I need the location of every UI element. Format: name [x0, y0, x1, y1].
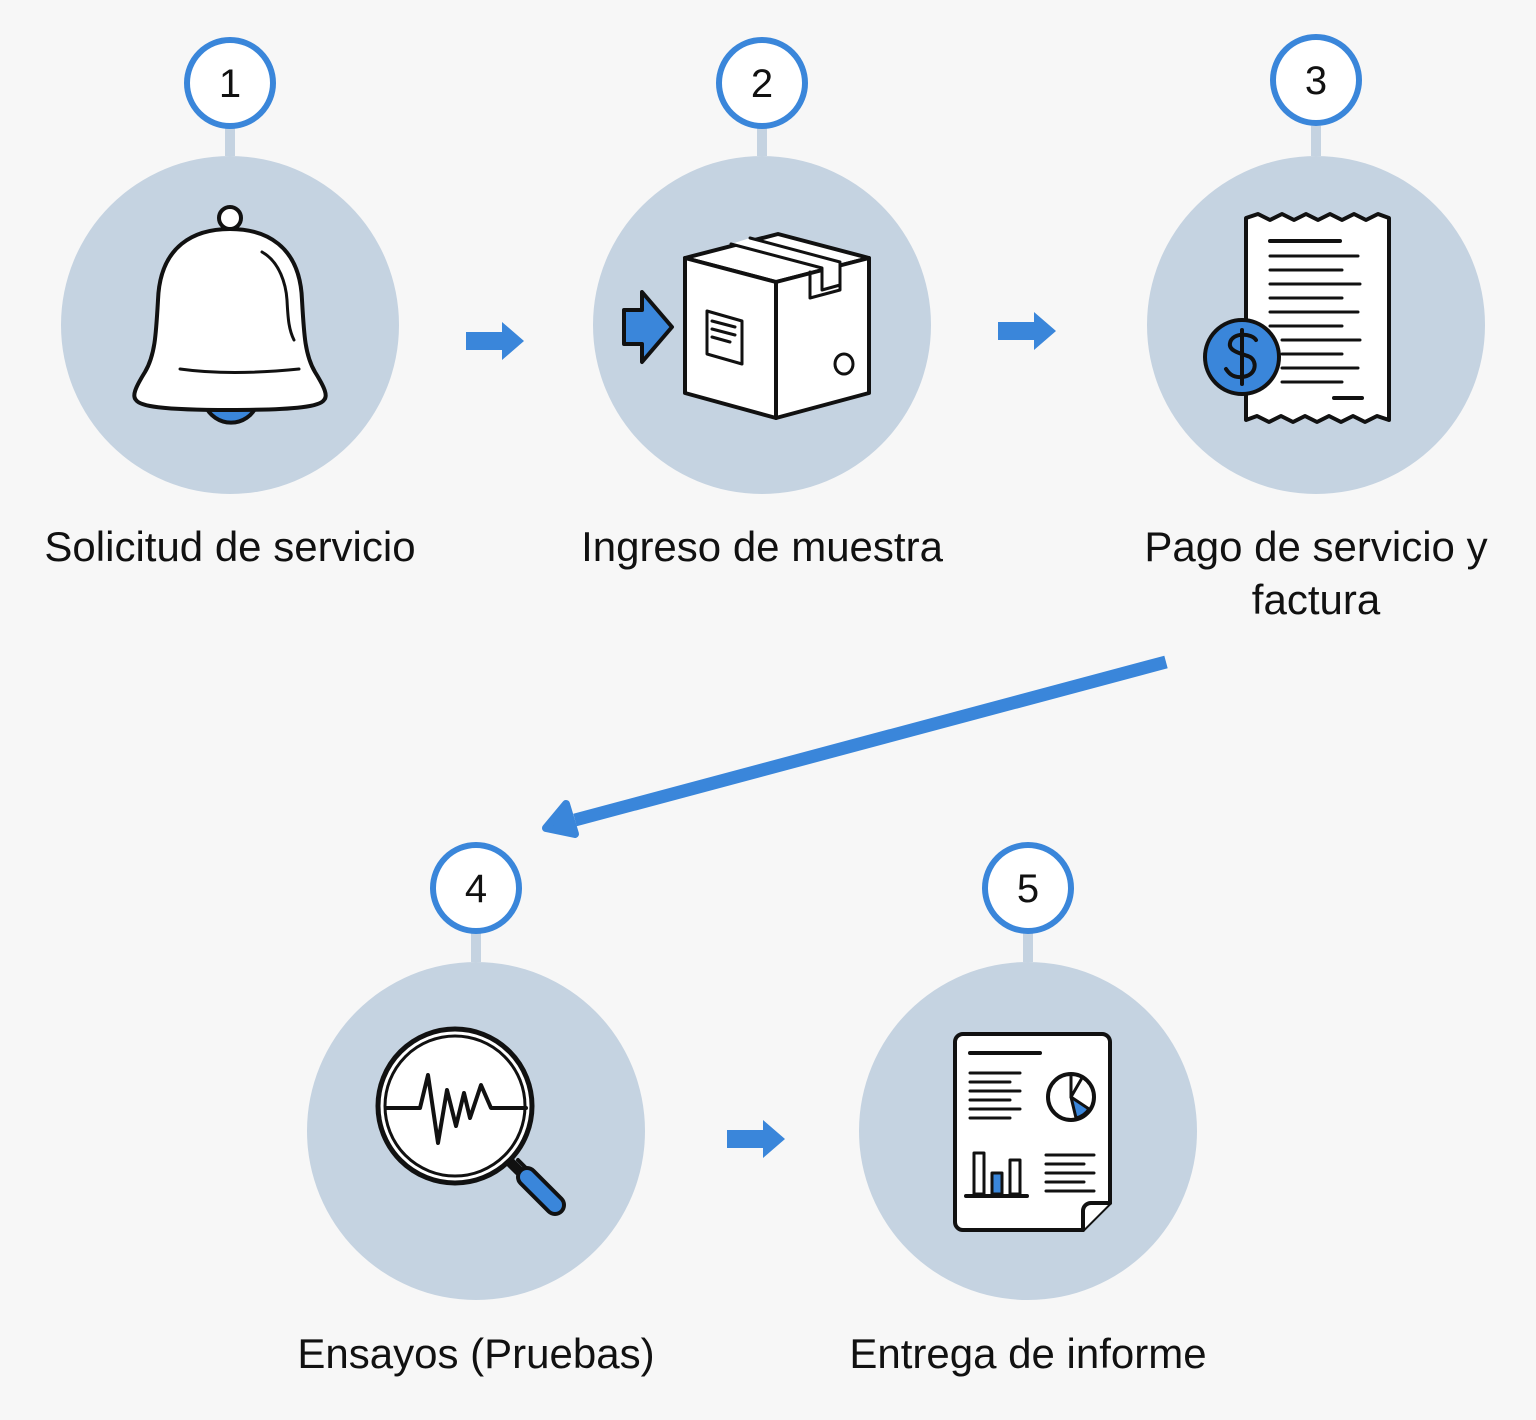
- receipt-dollar-icon: [1203, 212, 1391, 424]
- badge-connectors: [225, 126, 1321, 962]
- step-1-label: Solicitud de servicio: [44, 523, 416, 570]
- step-2-label: Ingreso de muestra: [581, 523, 943, 570]
- step-3-badge: 3: [1270, 34, 1362, 126]
- step-3-number: 3: [1305, 59, 1327, 103]
- arrow-1-to-2-icon: [466, 322, 524, 360]
- step-5-badge: 5: [982, 842, 1074, 934]
- step-4-label: Ensayos (Pruebas): [297, 1330, 655, 1377]
- arrow-2-to-3-icon: [998, 312, 1056, 350]
- arrow-4-to-5-icon: [727, 1120, 785, 1158]
- arrow-3-to-4-icon: [542, 655, 1168, 838]
- magnifier-waveform-icon: [375, 1026, 566, 1216]
- number-badges: 1 2 3 4 5: [184, 34, 1362, 934]
- step-1-badge: 1: [184, 37, 276, 129]
- step-5-label: Entrega de informe: [849, 1330, 1207, 1377]
- step-2-badge: 2: [716, 37, 808, 129]
- report-document-icon: [953, 1032, 1112, 1232]
- step-1-number: 1: [219, 62, 241, 106]
- step-2-number: 2: [751, 62, 773, 106]
- step-4-badge: 4: [430, 842, 522, 934]
- flow-arrows: [466, 312, 1056, 1158]
- step-3-label: Pago de servicio y factura: [1144, 523, 1488, 623]
- package-icon: [622, 232, 871, 420]
- bell-icon: [132, 205, 328, 425]
- step-4-number: 4: [465, 867, 487, 911]
- step-5-number: 5: [1017, 867, 1039, 911]
